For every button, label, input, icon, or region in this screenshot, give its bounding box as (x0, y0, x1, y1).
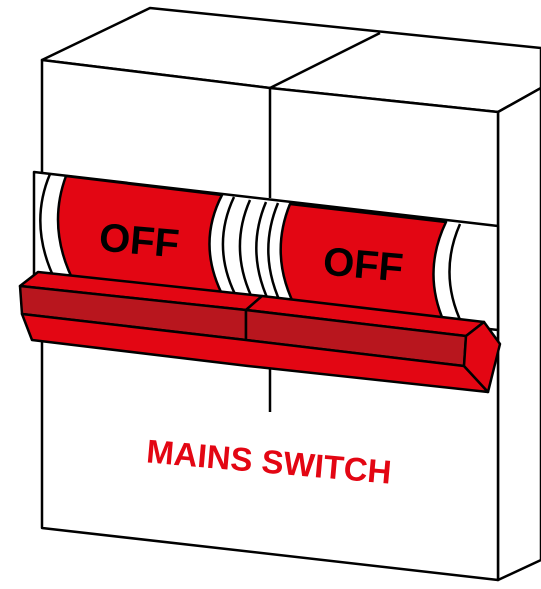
locking-bar[interactable] (18, 270, 502, 394)
right-rocker-label: OFF (321, 240, 405, 291)
enclosure-right-face (496, 86, 541, 582)
top-face-divider (269, 31, 381, 90)
locking-bar-end-cap (462, 320, 502, 394)
right-rocker-switch[interactable] (255, 201, 464, 325)
left-rocker-label: OFF (97, 216, 181, 267)
left-rocker-switch[interactable] (39, 173, 256, 303)
left-rocker-grip-lines (39, 173, 256, 303)
